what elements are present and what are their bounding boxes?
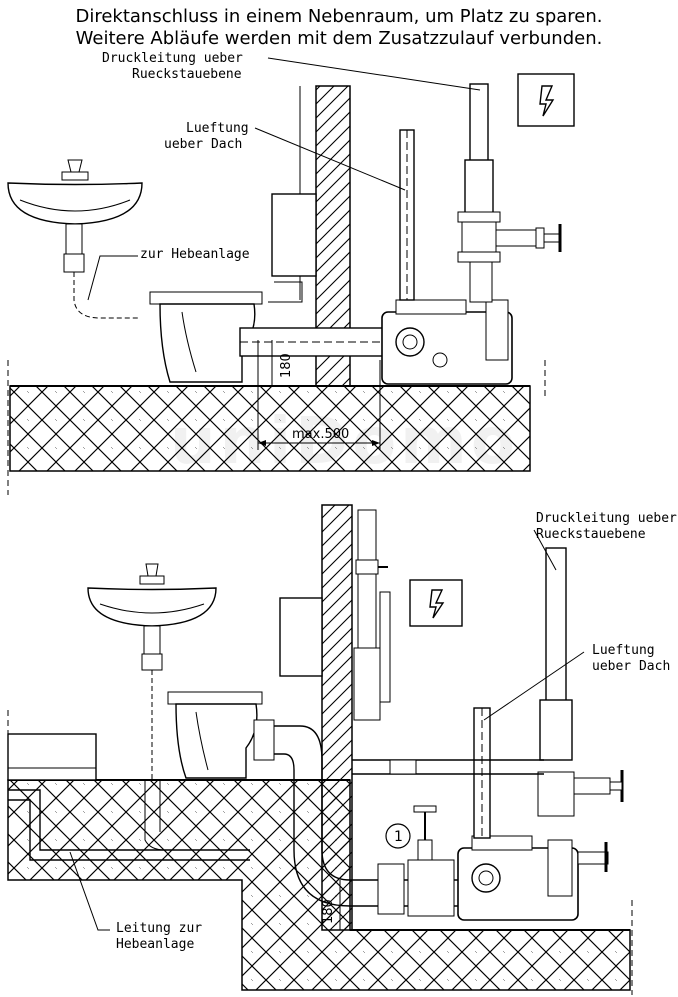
bottom-pressure-line-1: Druckleitung ueber	[536, 511, 677, 526]
bottom-marker: 1	[394, 829, 403, 845]
top-washbasin	[7, 159, 143, 319]
top-vent-2: ueber Dach	[164, 137, 242, 152]
bottom-pressure-line-2: Rueckstauebene	[536, 527, 646, 542]
top-pressure-pipe	[457, 83, 562, 303]
bottom-lifting-unit	[457, 835, 609, 921]
caption-line-2: Weitere Abläufe werden mit dem Zusatzzul…	[75, 28, 603, 49]
bottom-dim-height: 180	[321, 899, 336, 924]
bottom-marker-circle	[385, 823, 411, 849]
bottom-washbasin	[87, 563, 217, 780]
bottom-drawing: 1 180 Druckleitung ueber Rueckstauebene …	[7, 504, 677, 995]
top-vent-1: Lueftung	[186, 121, 249, 136]
top-pressure-line-2: Rueckstauebene	[132, 67, 242, 82]
bottom-vent-2: ueber Dach	[592, 659, 670, 674]
bottom-bathtub	[7, 733, 97, 781]
bottom-pressure-pipe	[537, 547, 624, 817]
bottom-wall	[321, 504, 353, 931]
top-to-lift: zur Hebeanlage	[140, 247, 250, 262]
bottom-pipe-2: Hebeanlage	[116, 937, 194, 952]
top-drawing: max.500 180 Druckleitung ueber Rueckstau…	[7, 51, 575, 495]
bottom-electrical-hazard-icon	[409, 579, 463, 627]
bottom-drain-pipe	[258, 725, 460, 881]
caption-line-1: Direktanschluss in einem Nebenraum, um P…	[75, 6, 603, 27]
top-lifting-unit	[381, 299, 513, 385]
top-pressure-line-1: Druckleitung ueber	[102, 51, 243, 66]
top-dim-height: 180	[279, 353, 294, 378]
top-floor-slab	[9, 385, 531, 472]
bottom-vent-1: Lueftung	[592, 643, 655, 658]
bottom-toilet	[167, 597, 323, 779]
top-dim-length: max.500	[292, 427, 349, 442]
top-electrical-hazard-icon	[517, 73, 575, 127]
bottom-pipe-1: Leitung zur	[116, 921, 202, 936]
top-toilet	[149, 193, 317, 383]
